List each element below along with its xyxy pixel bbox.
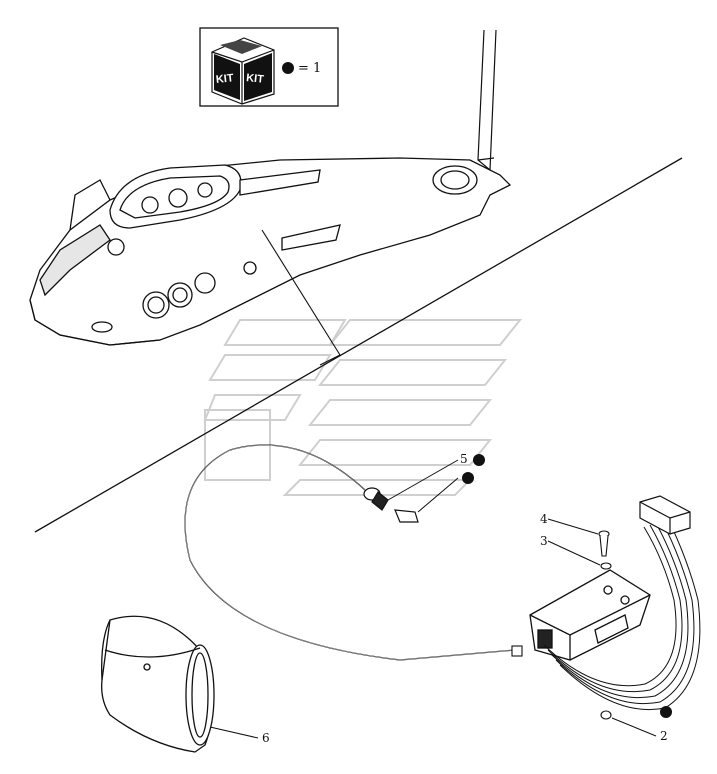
key-switch [363, 487, 419, 523]
wiring-harness [543, 518, 701, 711]
control-module [529, 569, 651, 661]
section-line [34, 157, 683, 533]
kit-legend-text: = 1 [298, 61, 321, 76]
cab-pillar [477, 29, 497, 172]
callout-6: 6 [209, 726, 270, 745]
harness-connector [639, 495, 691, 535]
callout-label-4: 4 [540, 512, 548, 526]
pouch [101, 615, 215, 753]
callout-label-2: 2 [660, 729, 668, 743]
nut [600, 710, 612, 720]
callout-2: 2 [611, 706, 672, 743]
callout-label-6: 6 [262, 731, 270, 745]
kit-dot-icon [282, 62, 294, 74]
watermark-logo [203, 319, 523, 496]
callout-label-3: 3 [540, 534, 548, 548]
kit-cube-icon: KIT KIT [211, 37, 275, 105]
kit-label-right: KIT [246, 72, 265, 86]
leader-dash [261, 229, 341, 366]
callout-3: 3 [540, 534, 601, 566]
screw [598, 530, 610, 557]
washer [600, 562, 612, 570]
kit-marker-icon [660, 706, 672, 718]
dashboard [29, 157, 512, 346]
plug-connector [511, 645, 523, 657]
callout-label-5: 5 [460, 452, 468, 466]
kit-label-left: KIT [215, 72, 234, 86]
callout-4: 4 [540, 512, 599, 535]
callout-5: 5 [387, 452, 485, 501]
kit-marker-icon [473, 454, 485, 466]
kit-legend-box: KIT KIT = 1 [199, 27, 339, 107]
kit-marker-icon [462, 472, 474, 484]
callout-5b [417, 472, 474, 513]
